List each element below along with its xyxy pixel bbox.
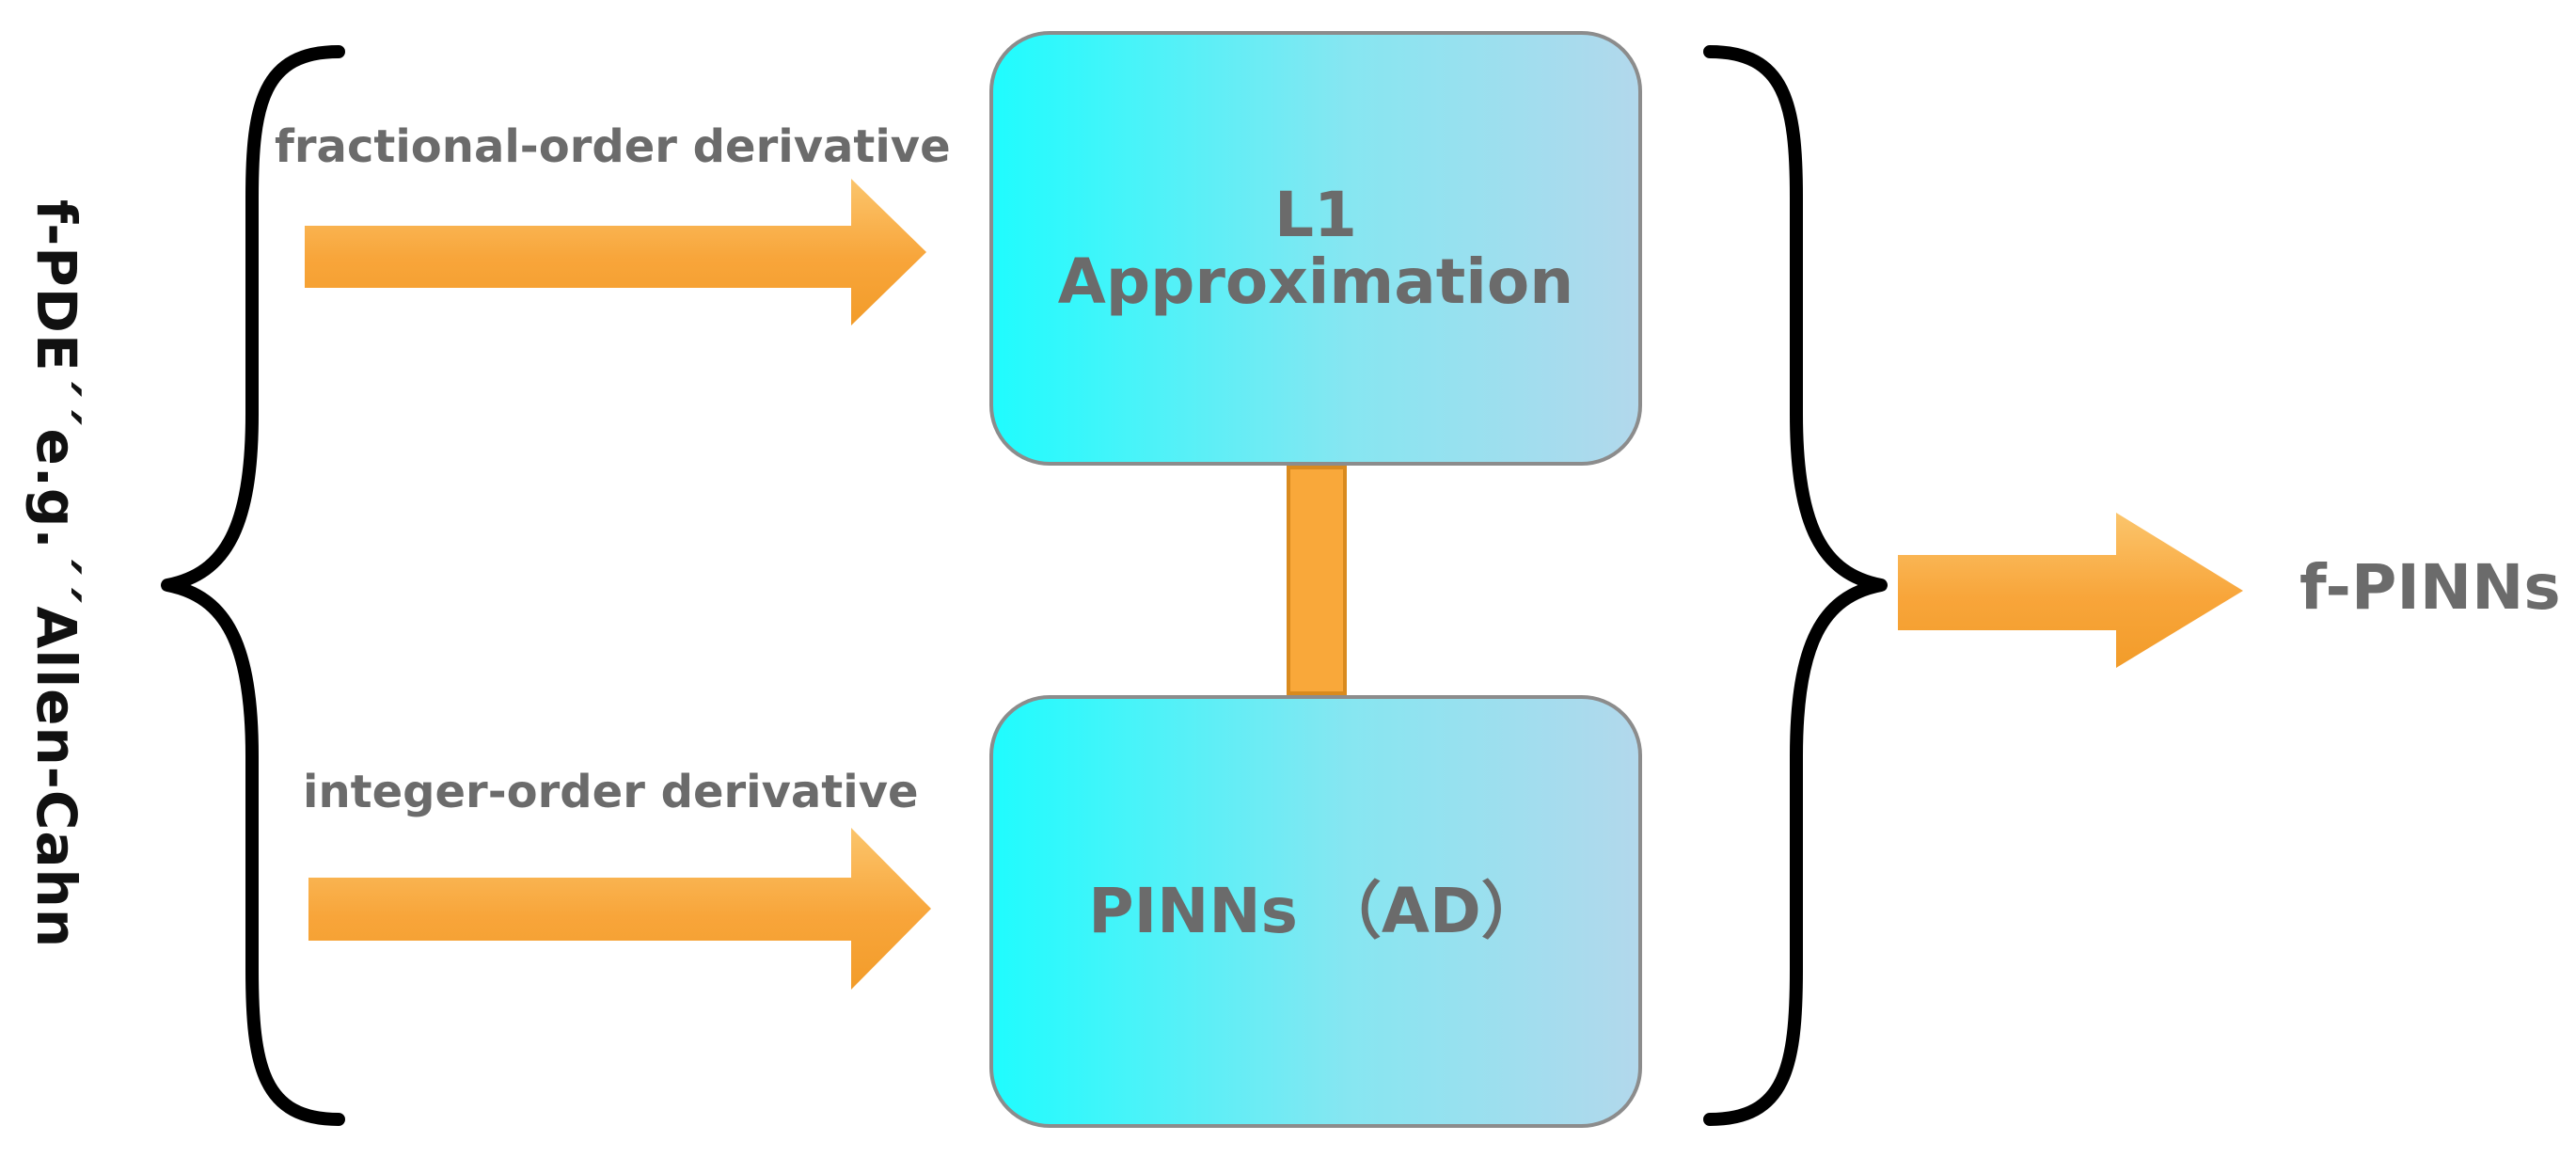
arrow-fractional-input	[305, 179, 926, 325]
box-l1-line2: Approximation	[1057, 246, 1574, 318]
input-label-integer: integer-order derivative	[303, 766, 919, 818]
left-label: f-PDE´´e.g.´´Allen-Cahn	[24, 198, 88, 949]
box-pinns-line1: PINNs （AD）	[1088, 875, 1543, 948]
output-label: f-PINNs	[2299, 551, 2561, 624]
right-brace	[1703, 45, 1888, 1126]
arrow-output	[1898, 513, 2243, 668]
box-l1-line1: L1	[1274, 178, 1357, 251]
connector-bar	[1287, 466, 1347, 695]
box-pinns-ad: PINNs （AD）	[989, 695, 1642, 1128]
left-label-container: f-PDE´´e.g.´´Allen-Cahn	[19, 151, 94, 997]
input-label-fractional: fractional-order derivative	[275, 120, 951, 173]
box-l1-approximation: L1 Approximation	[989, 31, 1642, 466]
left-brace	[161, 45, 345, 1126]
arrow-integer-input	[308, 828, 931, 990]
